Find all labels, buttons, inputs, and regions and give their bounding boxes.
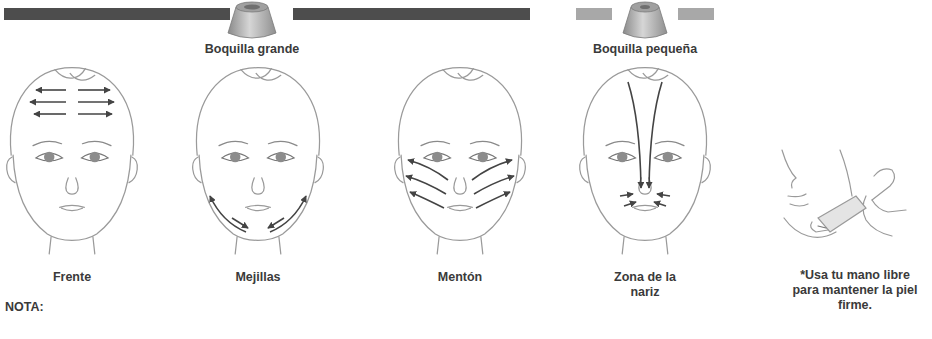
face-drawing — [580, 68, 711, 254]
zone-label: Mejillas — [235, 270, 280, 285]
face-drawing — [395, 68, 526, 254]
large-nozzle-icon — [228, 2, 276, 38]
nozzle-label: Boquilla pequeña — [593, 42, 697, 57]
massage-arrows — [210, 196, 306, 232]
zone-label: Zona de la nariz — [609, 270, 681, 300]
massage-arrows — [30, 90, 114, 114]
nozzle-bar — [678, 8, 714, 20]
zone-label: Frente — [53, 270, 91, 285]
nozzle-bar — [293, 8, 530, 20]
massage-arrows — [620, 82, 670, 206]
note-heading: NOTA: — [5, 300, 44, 315]
caption-note: *Usa tu mano libre para mantener la piel… — [791, 268, 919, 313]
nozzle-label: Boquilla grande — [205, 42, 299, 57]
hand-device-illustration — [782, 150, 906, 237]
zone-label: Mentón — [438, 270, 482, 285]
small-nozzle-icon — [623, 2, 667, 38]
massage-arrows — [406, 160, 514, 208]
face-drawing — [7, 68, 138, 254]
nozzle-bar — [576, 8, 612, 20]
nozzle-bar — [4, 8, 230, 20]
face-drawing — [193, 68, 324, 254]
